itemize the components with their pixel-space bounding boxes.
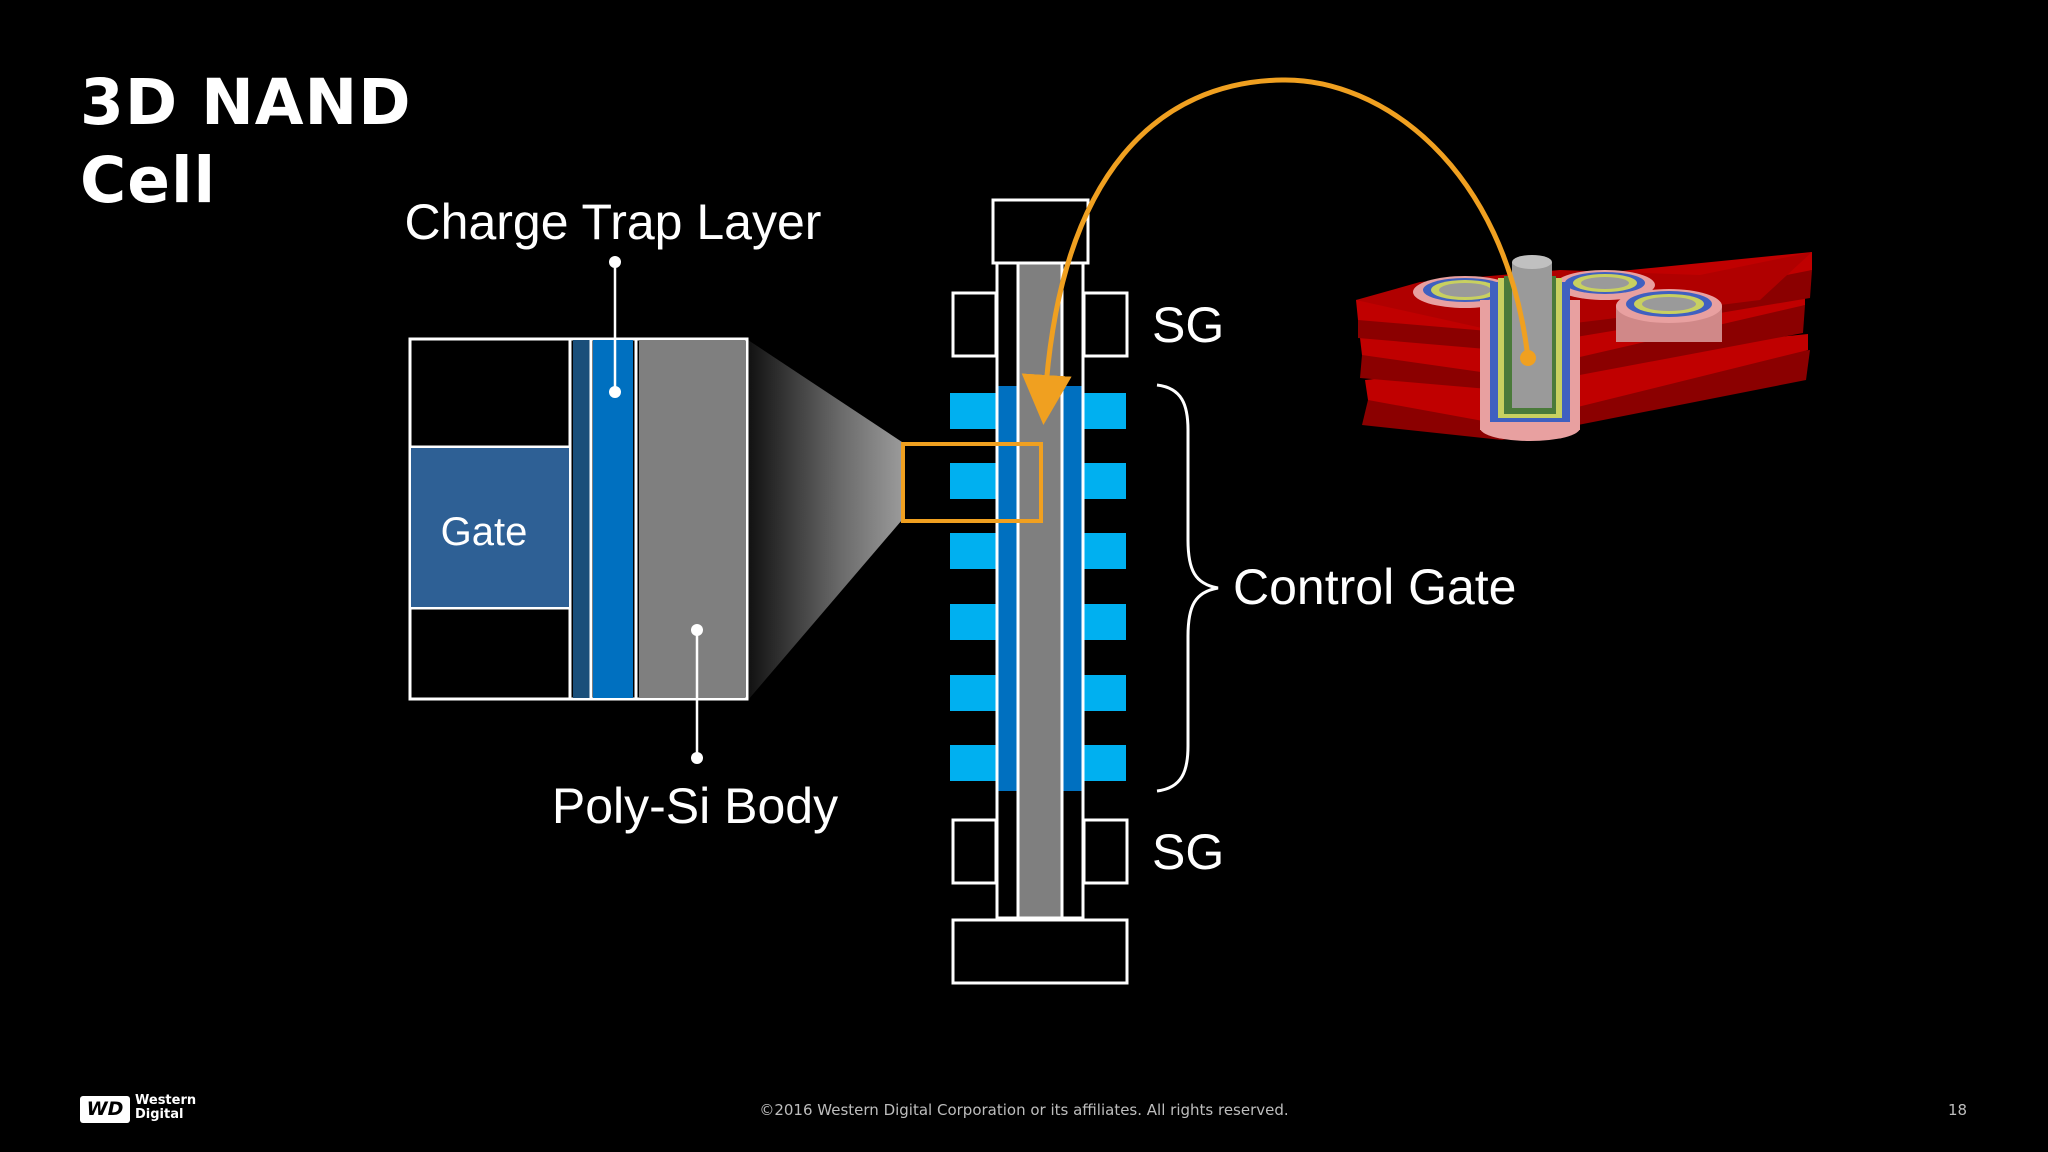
wordline-cell: [1082, 675, 1126, 711]
slide-title-line-2: Cell: [80, 144, 217, 217]
copyright-notice: ©2016 Western Digital Corporation or its…: [759, 1101, 1289, 1119]
callout-dot: [691, 752, 703, 764]
wordline-cell: [950, 604, 998, 640]
cutaway-pillar-top: [1512, 255, 1552, 269]
callout-dot: [609, 256, 621, 268]
slide-title-line-1: 3D NAND: [80, 66, 412, 139]
wordline-cell: [1082, 463, 1126, 499]
control-gate-brace: [1156, 383, 1219, 793]
gate-region: [411, 448, 569, 607]
vertical-nand-string: [901, 198, 1129, 985]
pillar-core: [1642, 297, 1696, 311]
wordline-cell: [1082, 393, 1126, 429]
zoom-cone: [748, 340, 902, 700]
slide-title: 3D NAND Cell: [80, 64, 412, 220]
tunnel-oxide: [573, 340, 590, 698]
source-line-block: [951, 918, 1129, 985]
select-gate-block: [1082, 818, 1129, 885]
poly-si-body-label: Poly-Si Body: [552, 778, 838, 834]
logo-wordmark: Western Digital: [135, 1094, 205, 1122]
wordline-cell: [1082, 533, 1126, 569]
select-gate-block: [951, 291, 998, 358]
wordline-cell: [1082, 745, 1126, 781]
page-number: 18: [1948, 1101, 1968, 1119]
pillar-core: [1581, 277, 1629, 289]
charge-trap-layer: [593, 340, 633, 698]
3d-stack-illustration: [1356, 252, 1812, 441]
control-gate-cells: [950, 393, 1126, 781]
select-gate-block: [951, 818, 998, 885]
zoom-arrow: [1021, 77, 1531, 425]
poly-si-core: [1016, 261, 1064, 920]
logo-badge: WD: [80, 1096, 130, 1123]
bit-line-contact: [991, 198, 1090, 265]
callout-dot: [691, 624, 703, 636]
western-digital-logo: WD Western Digital: [80, 1094, 200, 1126]
sg-top-label: SG: [1152, 297, 1224, 353]
wordline-plate: [1365, 334, 1808, 425]
cell-cross-section: Gate Charge Trap Layer Poly-Si Body: [405, 194, 902, 834]
wordline-cell: [950, 675, 998, 711]
wordline-cell: [950, 745, 998, 781]
pillar-core: [1439, 283, 1491, 297]
select-gate-block: [1082, 291, 1129, 358]
cutaway-pillar-core: [1512, 262, 1552, 408]
logo-line-2: Digital: [135, 1107, 184, 1122]
wordline-cell: [1082, 604, 1126, 640]
poly-si-region: [639, 340, 745, 698]
logo-line-1: Western: [135, 1093, 197, 1108]
wordline-cell: [950, 393, 998, 429]
gate-label: Gate: [441, 510, 528, 554]
wordline-cell: [950, 463, 998, 499]
highlight-box: [901, 442, 1043, 523]
callout-dot: [609, 386, 621, 398]
wordline-cell: [950, 533, 998, 569]
control-gate-label: Control Gate: [1233, 559, 1516, 615]
charge-trap-layer-label: Charge Trap Layer: [405, 194, 822, 250]
sg-bottom-label: SG: [1152, 824, 1224, 880]
